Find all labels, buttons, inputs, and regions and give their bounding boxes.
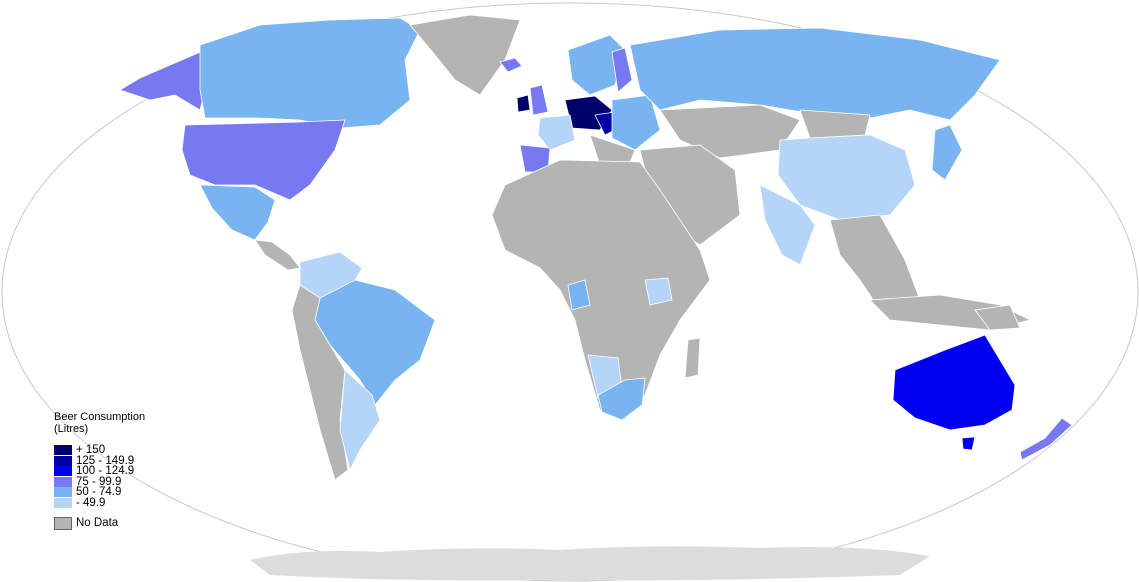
legend-label: + 150: [76, 444, 106, 457]
region-new-zealand: [1019, 417, 1073, 461]
legend-swatch: [54, 476, 72, 487]
region-mongolia: [799, 109, 871, 139]
region-greenland: [409, 14, 521, 96]
legend-item-under-50: - 49.9: [54, 496, 194, 509]
legend-label: No Data: [76, 517, 119, 529]
legend-label: 100 - 124.9: [76, 465, 135, 478]
region-ireland: [516, 94, 531, 113]
region-angola-region: [567, 279, 591, 311]
region-iceland: [499, 57, 523, 73]
region-south-africa: [597, 377, 646, 421]
region-antarctica: [250, 546, 930, 581]
region-kenya-uganda: [644, 277, 673, 306]
region-russia: [629, 27, 1001, 121]
legend-swatch: [54, 516, 72, 530]
legend-item-100-124: 100 - 124.9: [54, 465, 194, 478]
region-canada: [199, 17, 421, 129]
legend-item-75-99: 75 - 99.9: [54, 475, 194, 488]
legend-label: 50 - 74.9: [76, 486, 122, 499]
legend-swatch: [54, 445, 72, 456]
legend-item-150-plus: + 150: [54, 444, 194, 457]
region-uk: [529, 84, 549, 116]
region-finland: [611, 47, 633, 93]
region-japan: [931, 124, 963, 181]
region-france-benelux: [537, 114, 576, 151]
legend-item-50-74: 50 - 74.9: [54, 486, 194, 499]
legend-label: 125 - 149.9: [76, 454, 135, 467]
legend-item-no-data: No Data: [54, 516, 194, 530]
region-usa: [181, 119, 346, 201]
region-india: [759, 184, 816, 266]
legend-swatch: [54, 487, 72, 498]
region-papua-new-guinea: [974, 304, 1021, 331]
region-australia: [892, 334, 1016, 431]
region-tasmania: [961, 436, 976, 451]
legend: Beer Consumption (Litres) + 150 125 - 14…: [54, 411, 194, 530]
region-mexico: [199, 184, 276, 241]
legend-label: 75 - 99.9: [76, 475, 122, 488]
legend-swatch: [54, 497, 72, 508]
region-madagascar: [684, 337, 701, 379]
legend-swatch: [54, 455, 72, 466]
legend-items: + 150 125 - 149.9 100 - 124.9 75 - 99.9 …: [54, 444, 194, 530]
legend-item-125-149: 125 - 149.9: [54, 454, 194, 467]
region-argentina: [339, 369, 381, 472]
legend-label: - 49.9: [76, 496, 106, 509]
legend-swatch: [54, 466, 72, 477]
legend-title-line2: (Litres): [54, 423, 89, 435]
region-eastern-europe: [611, 94, 661, 151]
legend-title-line1: Beer Consumption: [54, 411, 146, 423]
region-scandinavia: [567, 34, 626, 96]
region-china: [777, 134, 916, 221]
